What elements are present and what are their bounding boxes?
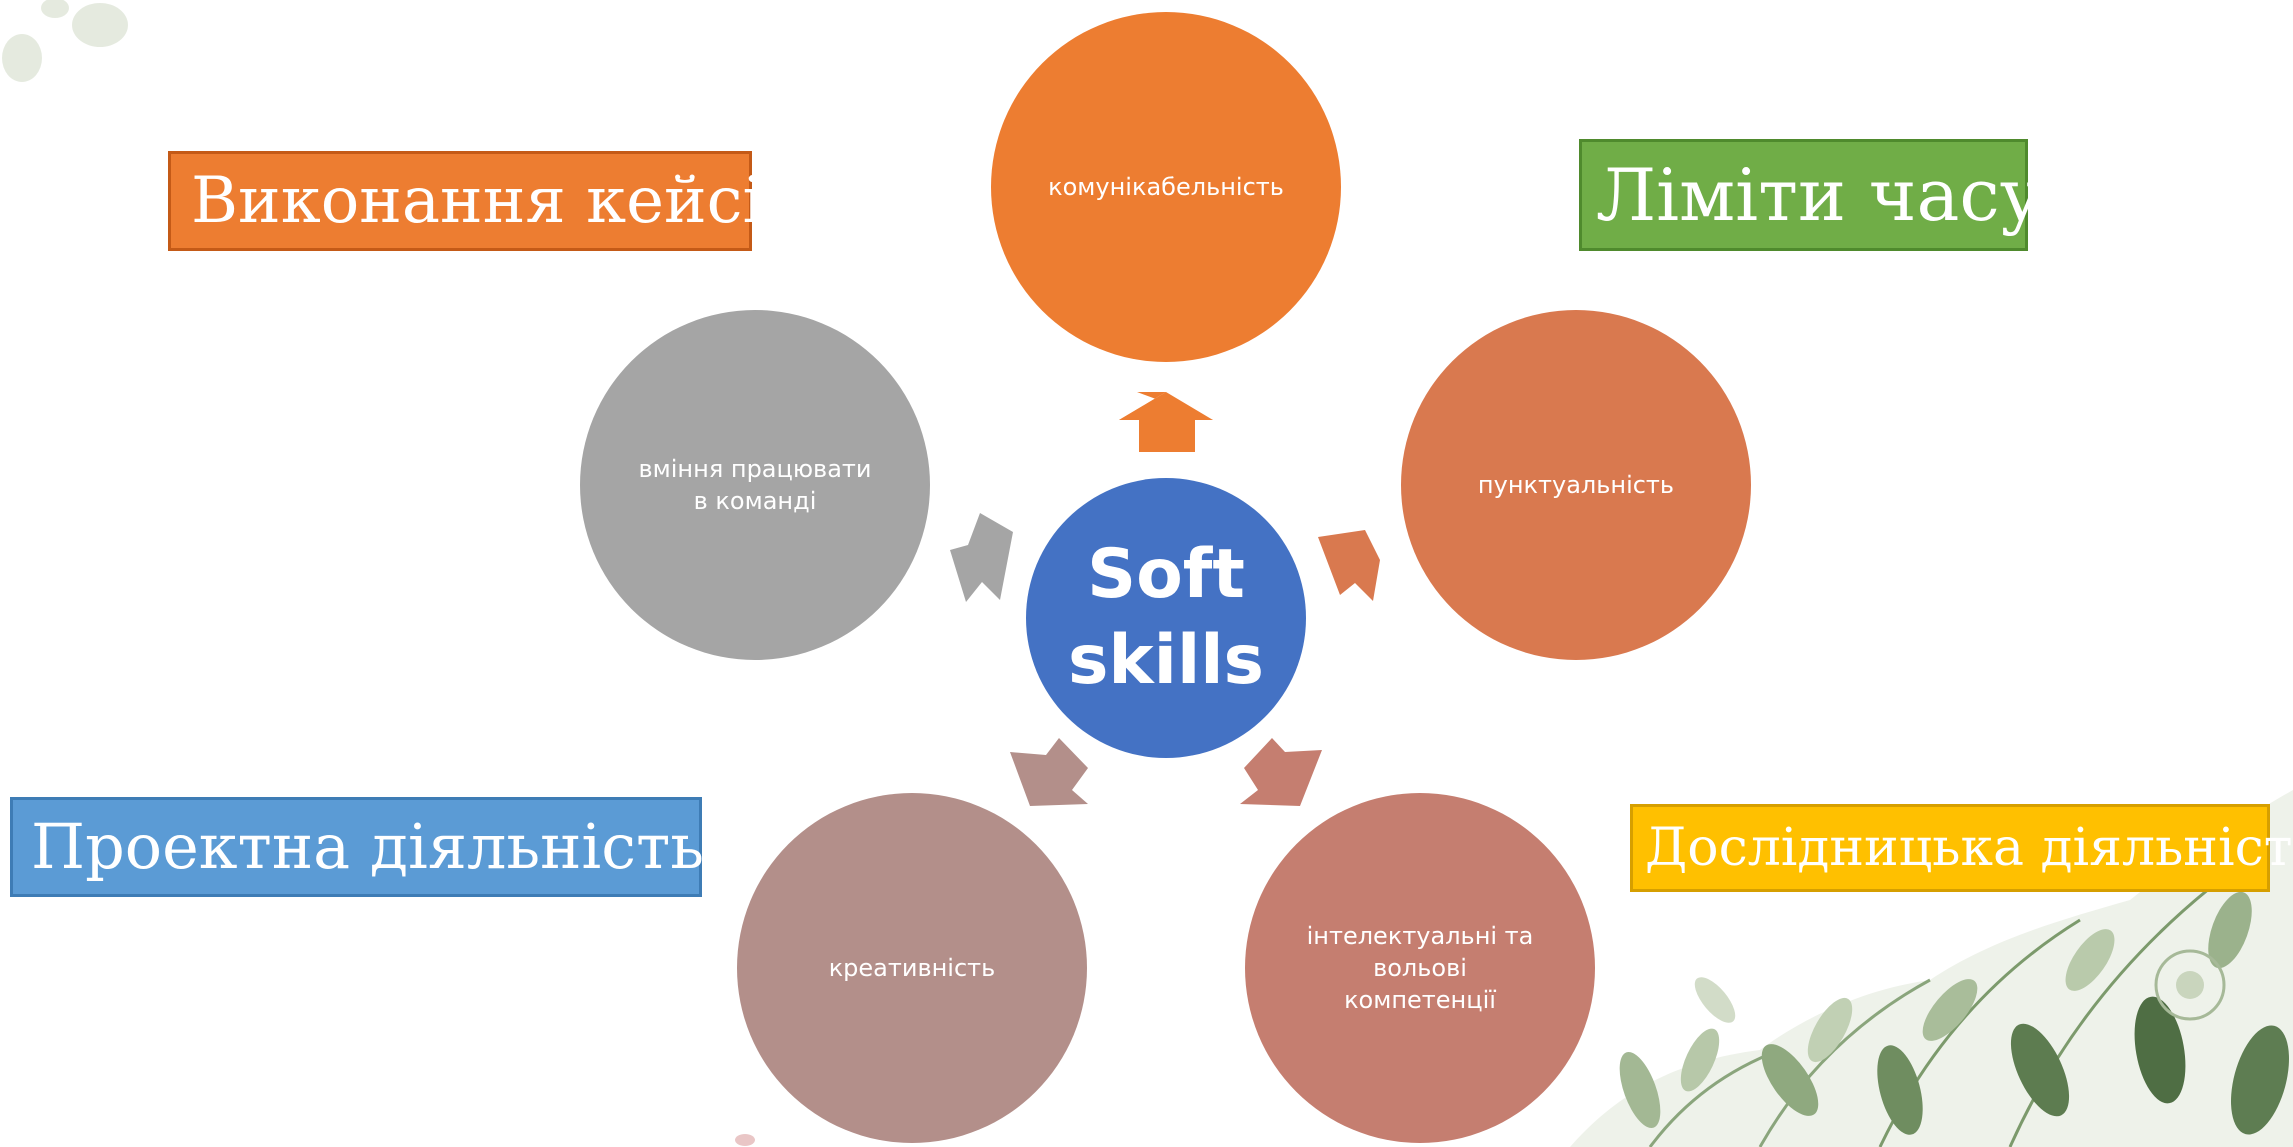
skill-node-communication: комунікабельність bbox=[991, 12, 1341, 362]
activity-label-project: Проектна діяльність bbox=[10, 797, 705, 897]
skill-node-teamwork: вміння працювати в команді bbox=[580, 310, 930, 660]
arrow-right-lower bbox=[1240, 738, 1322, 806]
leaf-cluster-top-left bbox=[2, 0, 128, 82]
skill-node-punctuality: пунктуальність bbox=[1401, 310, 1751, 660]
skill-node-creativity: креативність bbox=[737, 793, 1087, 1143]
center-node-label: Soft skills bbox=[1067, 535, 1265, 700]
activity-label-time-limits: Ліміти часу bbox=[1579, 139, 2042, 251]
activity-label-text: Ліміти часу bbox=[1596, 153, 2043, 237]
arrow-up-shape bbox=[1119, 392, 1213, 452]
skill-node-label: комунікабельність bbox=[1048, 173, 1284, 201]
skill-node-label: вміння працювати в команді bbox=[638, 455, 872, 515]
leaf-cluster-bottom-right bbox=[1570, 790, 2293, 1147]
skill-node-label: інтелектуальні та вольові компетенції bbox=[1306, 922, 1534, 1014]
arrow-right-upper bbox=[1318, 530, 1380, 601]
activity-label-text: Проектна діяльність bbox=[31, 810, 705, 883]
activity-label-text: Дослідницька діяльність bbox=[1645, 818, 2293, 878]
arrow-left-lower bbox=[1010, 738, 1088, 806]
skill-node-label: креативність bbox=[828, 954, 996, 982]
activity-label-cases: Виконання кейсів bbox=[168, 151, 799, 251]
skill-node-label: пунктуальність bbox=[1477, 471, 1675, 499]
activity-label-research: Дослідницька діяльність bbox=[1630, 804, 2293, 892]
activity-label-text: Виконання кейсів bbox=[191, 164, 799, 238]
petal-decoration bbox=[735, 1134, 755, 1146]
skill-node-intellectual: інтелектуальні та вольові компетенції bbox=[1245, 793, 1595, 1143]
center-node-soft-skills: Soft skills bbox=[1026, 478, 1306, 758]
arrow-left-upper bbox=[950, 513, 1013, 602]
